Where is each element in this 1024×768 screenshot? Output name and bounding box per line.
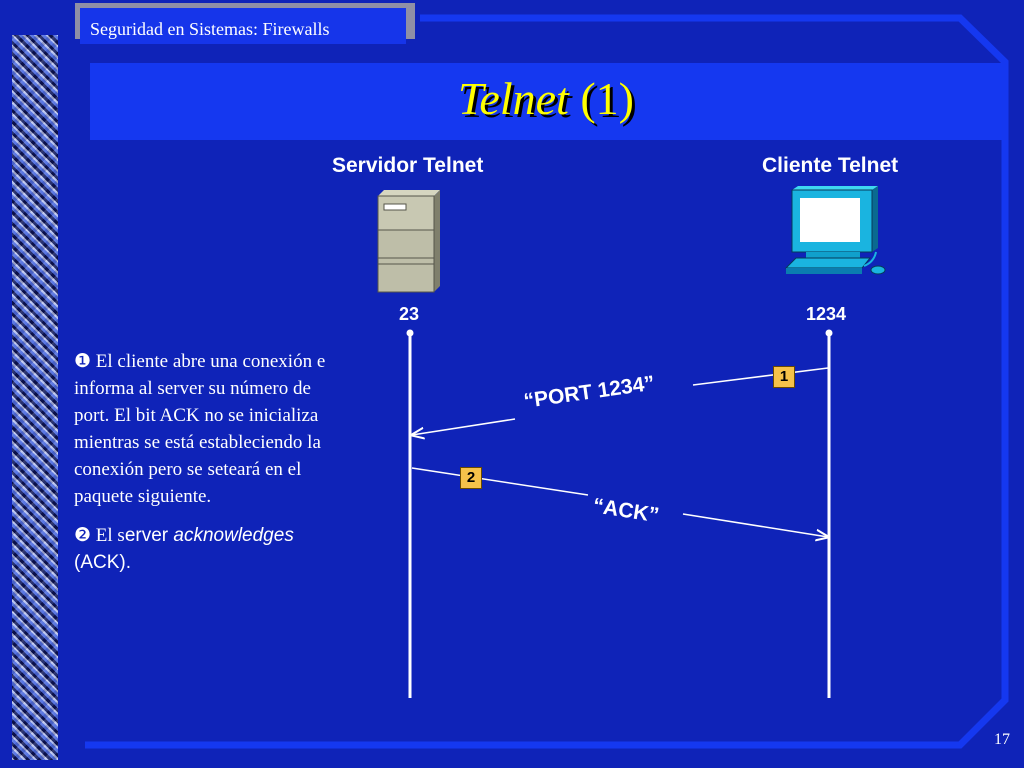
message-2-arrow bbox=[682, 513, 828, 537]
message-1-arrow-segment bbox=[692, 367, 829, 386]
notes-text: ❶ El cliente abre una conexión e informa… bbox=[74, 348, 344, 576]
client-port: 1234 bbox=[806, 304, 847, 324]
note-1-text: El cliente abre una conexión e informa a… bbox=[74, 351, 326, 507]
page-title: Telnet (1) bbox=[90, 72, 1002, 125]
note-2: ❷ El server acknowledges (ACK). bbox=[74, 522, 344, 576]
title-bar bbox=[90, 63, 1002, 140]
message-2-arrow-segment bbox=[411, 467, 589, 496]
note-1: ❶ El cliente abre una conexión e informa… bbox=[74, 348, 344, 510]
title-main: Telnet bbox=[458, 73, 569, 124]
server-label: Servidor Telnet bbox=[332, 154, 484, 177]
decorative-texture-strip bbox=[12, 35, 58, 760]
server-icon bbox=[377, 190, 440, 293]
note-2-suffix: (ACK). bbox=[74, 552, 131, 573]
note-2-prefix: El s bbox=[95, 525, 125, 546]
header-label: Seguridad en Sistemas: Firewalls bbox=[80, 8, 406, 44]
server-port: 23 bbox=[399, 304, 420, 324]
note-2-mid: erver bbox=[124, 525, 174, 546]
step-2-badge: 2 bbox=[460, 467, 482, 489]
message-1-arrow bbox=[412, 418, 516, 435]
note-2-number: ❷ bbox=[74, 525, 92, 546]
page-number: 17 bbox=[994, 731, 1010, 748]
step-1-badge: 1 bbox=[773, 366, 795, 388]
note-2-italic: acknowledges bbox=[173, 525, 294, 546]
note-1-number: ❶ bbox=[74, 351, 92, 372]
computer-icon bbox=[784, 186, 886, 275]
client-label: Cliente Telnet bbox=[762, 154, 899, 177]
title-suffix: (1) bbox=[568, 73, 634, 124]
